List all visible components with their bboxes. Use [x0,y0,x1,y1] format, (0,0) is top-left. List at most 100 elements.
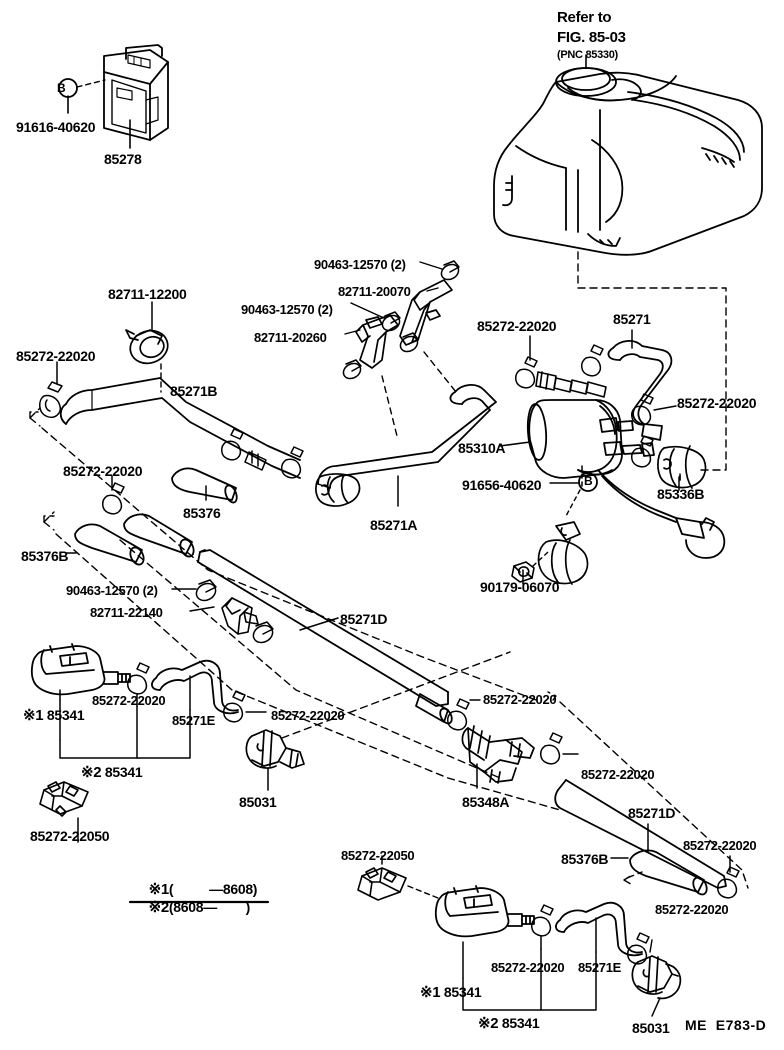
part-85271A-hose [317,384,497,489]
marked-label-mark: ※1 [23,707,44,724]
clamp-90463-upper-right [440,260,460,281]
clamp-90463-lower [342,359,362,380]
clamp-90463-tee-upper [195,579,217,602]
marked-label-mark: ※1 [420,984,441,1001]
footnote-1-text: ( —8608) [168,881,258,897]
part-85278-relay [103,44,169,141]
dashed-route-lower [119,539,511,779]
part-label-85376B: 85376B [21,548,69,564]
footnote-2-text: (8608— ) [168,899,250,915]
clamp-85272-85271E-bottom [627,932,650,965]
part-82711-12200-clamp [125,329,169,365]
balloon-letter: B [57,81,66,95]
part-85376B-hose-right [629,849,708,896]
bracket-85341-left [59,709,191,759]
part-90179-06070-nut [511,561,535,583]
marked-label-text: 85341 [43,707,85,723]
part-label-85272-22020: 85272-22020 [271,708,345,723]
leader-85031-bottom [651,997,661,1017]
part-85376B-hose-left [74,523,145,566]
part-label-85272-22020: 85272-22020 [92,693,166,708]
dashed-route-upper [29,407,537,701]
marked-label-85341: ※2 85341 [478,1016,540,1032]
part-label-85271E: 85271E [578,960,622,975]
part-washer-tank [493,54,763,256]
part-grommet-center [315,473,361,507]
leader-82711-20070 [426,287,439,292]
part-label-85272-22050: 85272-22050 [30,828,110,844]
footnote-1-mark: ※1 [148,881,170,898]
part-label-85271A: 85271A [370,517,418,533]
part-label-85272-22020: 85272-22020 [581,767,655,782]
part-label-85271: 85271 [613,311,651,327]
part-label-82711-20260: 82711-20260 [254,330,327,345]
clamp-85272-85271E-left [223,690,246,723]
diagram-id-code: ME E783-D [685,1017,767,1033]
leader-90463-left [350,302,385,319]
marked-label-85341: ※2 85341 [81,764,143,781]
part-label-91656-40620: 91656-40620 [462,477,542,493]
marked-label-mark: ※2 [81,764,102,781]
clamp-85272-motor [631,435,654,468]
marked-label-text: 85341 [101,764,143,780]
part-label-85272-22020: 85272-22020 [655,902,729,917]
part-label-90463-125702: 90463-12570 (2) [66,583,158,598]
part-label-85272-22020: 85272-22020 [677,395,757,411]
part-85310A-motor [526,399,726,559]
part-85336B-grommet [657,445,707,489]
reference-note-line1: Refer to [557,9,612,26]
part-85348A-joint [461,725,535,784]
part-label-90463-125702: 90463-12570 (2) [314,257,406,272]
part-label-90463-125702: 90463-12570 (2) [241,302,333,317]
clamp-85272-85271D-lower-right [717,866,740,899]
clamp-85272-85348A-upper [447,698,470,731]
clamp-90463-tee-lower [252,621,274,644]
part-label-85272-22020: 85272-22020 [16,348,96,364]
part-85272-22050-clip-right [357,867,407,901]
part-label-91616-40620: 91616-40620 [16,119,96,135]
leader-82711-22140 [189,606,215,612]
part-82711-20260-bracket [355,314,399,369]
part-82711-20070-pipe [399,279,453,346]
part-85271E-hose-left [151,659,239,715]
part-label-82711-22140: 82711-22140 [90,605,163,620]
part-label-85271D: 85271D [340,611,388,627]
dashed-route-mid [43,511,561,811]
part-85376-hose-left2 [123,513,195,558]
part-label-85272-22020: 85272-22020 [477,318,557,334]
part-85031-joint-left [245,729,305,769]
part-label-90179-06070: 90179-06070 [480,579,560,595]
part-label-85278: 85278 [104,151,142,167]
part-label-85272-22050: 85272-22050 [341,848,415,863]
part-85271D-pipe [197,549,449,707]
leader-85310A [499,441,531,447]
dashed-91616 [76,79,106,88]
clamp-85272-85348A-lower [540,732,563,765]
footnote-1: ※1( —8608) [132,866,258,914]
part-label-85271D: 85271D [628,805,676,821]
clamp-90463-upper-left [381,311,401,332]
clamp-85272-pump-right [631,393,654,426]
part-82711-22140-tee [221,597,259,635]
part-label-85271B: 85271B [170,383,218,399]
reference-note-line2: FIG. 85-03 [557,29,626,46]
reference-note-line3: (PNC 85330) [557,49,618,61]
part-label-85376: 85376 [183,505,221,521]
balloon-letter: B [584,474,593,488]
part-label-85348A: 85348A [462,794,510,810]
part-label-85272-22020: 85272-22020 [491,960,565,975]
clamp-85272-left-upper [39,381,63,418]
marked-label-text: 85341 [440,984,482,1000]
clamp-85272-nozzle-left [127,662,150,695]
part-label-85272-22020: 85272-22020 [683,838,757,853]
balloon-b-pump [578,472,598,492]
part-pipe-stub-left-85348A [415,693,453,725]
bracket-85341-bottom [462,951,597,1011]
part-label-85031: 85031 [632,1020,670,1036]
clamp-pair-mid-upper [221,428,304,479]
part-label-82711-12200: 82711-12200 [108,286,187,302]
leader-clamp-pump-right [653,405,677,411]
footnote-2: ※2(8608— ) [132,884,251,932]
